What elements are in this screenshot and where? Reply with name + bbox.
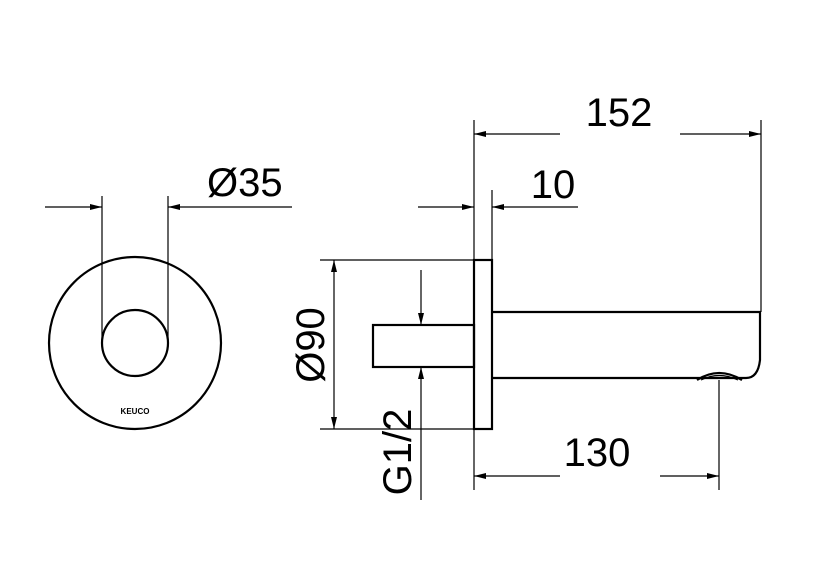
rosette-outline <box>47 255 223 431</box>
outlet-hole <box>100 308 170 378</box>
rosette-diameter-dimension: Ø90 <box>289 259 474 430</box>
thread-label: G1/2 <box>376 409 420 496</box>
rosette-depth-dimension: 10 <box>418 163 578 260</box>
thread-connector <box>371 323 476 369</box>
front-view: KEUCO Ø35 <box>45 161 292 431</box>
overall-length-dimension: 152 <box>473 91 762 312</box>
spout-projection-label: 130 <box>564 431 631 475</box>
outlet-diameter-dimension: Ø35 <box>45 161 292 343</box>
spout-projection-dimension: 130 <box>473 380 720 490</box>
rosette-side <box>472 258 494 431</box>
thread-dimension: G1/2 <box>373 270 424 500</box>
outlet-diameter-label: Ø35 <box>207 161 283 205</box>
rosette-depth-label: 10 <box>531 163 576 207</box>
overall-length-label: 152 <box>586 91 653 135</box>
rosette-diameter-label: Ø90 <box>289 307 333 383</box>
spout-outlet-inner <box>700 374 739 381</box>
spout-body <box>492 310 762 380</box>
spout-outlet <box>696 371 743 381</box>
brand-logo: KEUCO <box>121 407 150 416</box>
side-view: 152 10 Ø90 G1/2 <box>289 91 762 500</box>
